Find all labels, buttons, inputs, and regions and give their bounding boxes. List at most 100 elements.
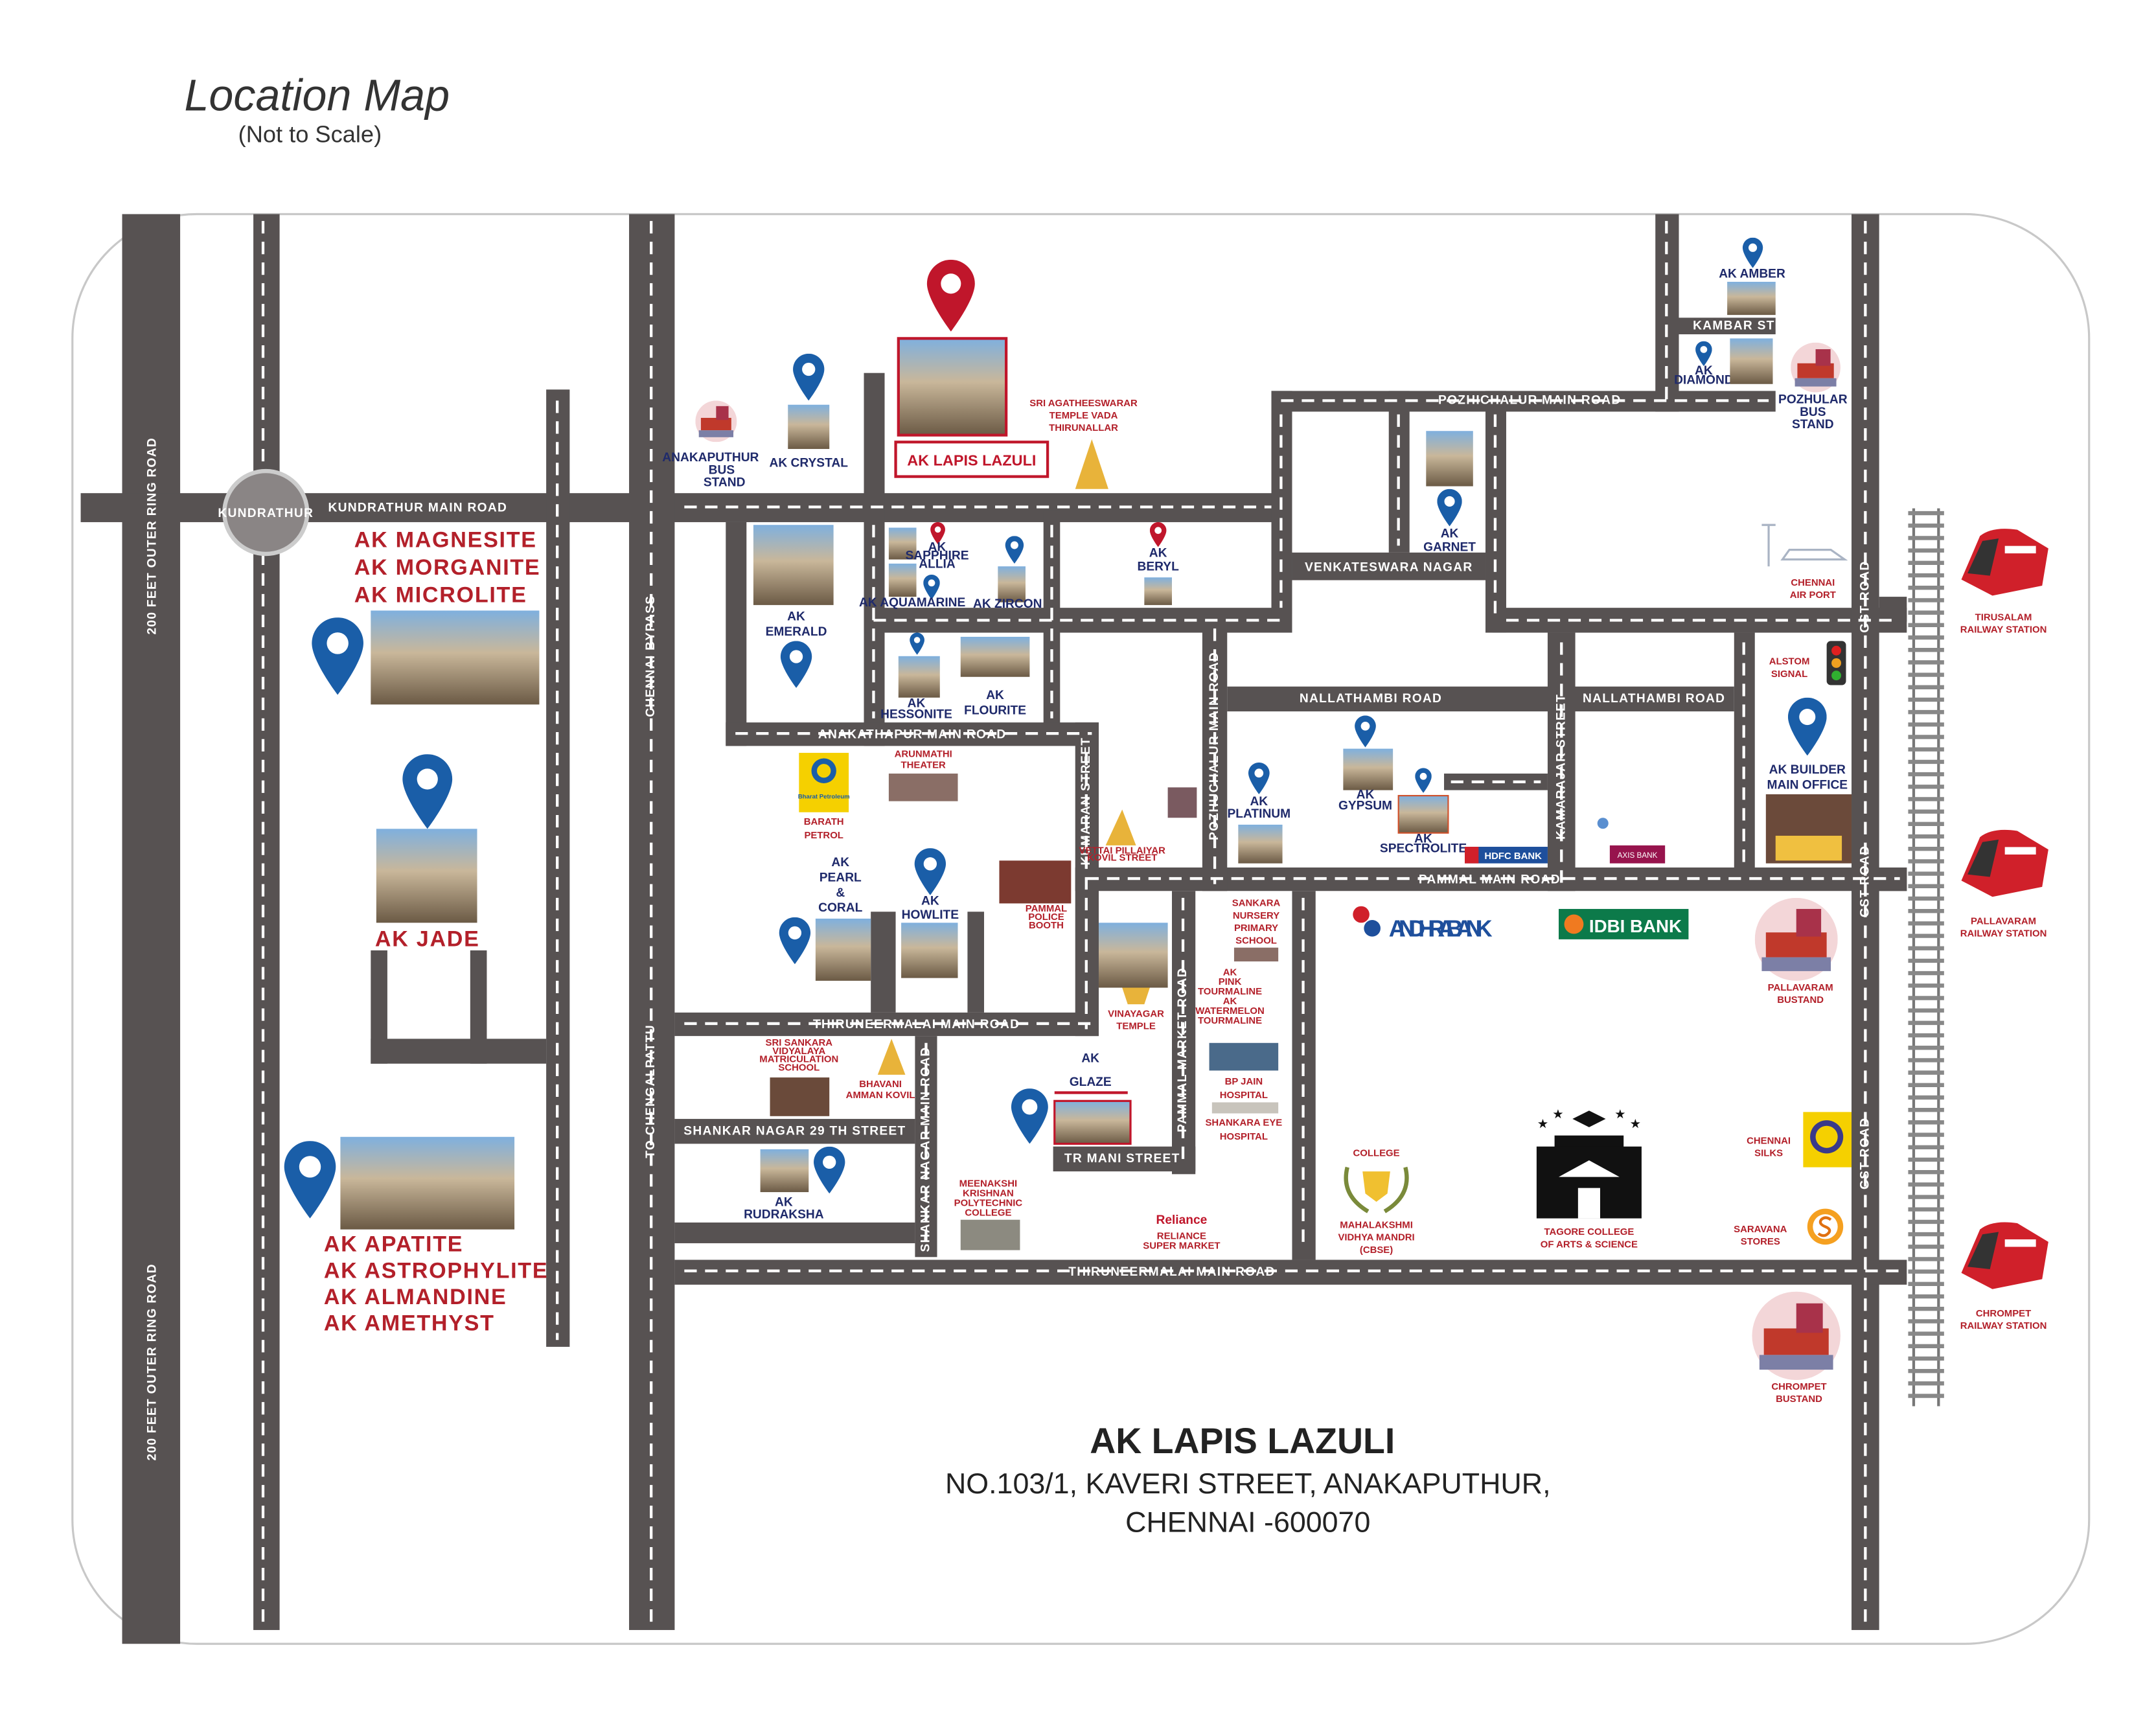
anakaputhur-bus-stand-icon [695,400,737,442]
ak-sapphire-label-3: ALLIA [919,557,956,571]
lapis-lazuli-label: AK LAPIS LAZULI [907,452,1036,469]
gst-road-label-3: GST ROAD [1858,1118,1872,1189]
meenakshi-label-2: KRISHNAN [963,1188,1014,1199]
axis-bank-text: AXIS BANK [1618,851,1658,860]
sankara-school-label-1: SANKARA [1232,898,1281,909]
ak-glaze-label-2: GLAZE [1070,1075,1112,1089]
bhavani-label-1: BHAVANI [859,1079,902,1090]
ak-pearl-label-1: AK [831,856,849,869]
ak-magnesite-label: AK MAGNESITE [354,527,537,552]
nallathambi-road-label-2: NALLATHAMBI ROAD [1583,692,1725,706]
small-landmark-photo [1167,787,1197,818]
ak-howlite-photo [901,923,958,978]
temple-vada-label-3: THIRUNALLAR [1049,422,1118,433]
tagore-label-1: TAGORE COLLEGE [1544,1226,1634,1237]
railway-track [1912,508,1940,1407]
ak-pearl-photo [815,918,871,981]
ak-hessonite-photo [898,656,940,698]
vinayagar-temple-icon [1122,987,1150,1005]
alstom-label-2: SIGNAL [1771,669,1807,680]
hdfc-bank-logo: HDFC BANK [1465,847,1548,864]
tirusalam-label-1: TIRUSALAM [1975,612,2032,623]
kamarajar-street-label: KAMARAJAR STREET [1554,694,1568,840]
vinayagar-label-1: VINAYAGAR [1108,1008,1164,1019]
ak-almandine-label: AK ALMANDINE [324,1285,507,1309]
lapis-lazuli-label-box [894,441,1049,478]
tr-mani-street-label: TR MANI STREET [1064,1152,1180,1166]
police-booth-label-2: POLICE [1028,912,1064,923]
ak-howlite-label-2: HOWLITE [902,908,959,922]
airport-label-2: AIR PORT [1790,590,1836,601]
bp-jain-label-2: HOSPITAL [1220,1090,1268,1101]
arunmathi-label-2: THEATER [901,759,946,770]
ak-garnet-photo [1426,431,1473,487]
chrompet-bus-label-2: BUSTAND [1776,1394,1822,1405]
temple-vada-label-2: TEMPLE VADA [1049,410,1118,421]
chennai-bypass-label: CHENNAI BYPASS [644,595,658,717]
alstom-label-1: ALSTOM [1769,656,1810,667]
outer-ring-road-label-bottom: 200 FEET OUTER RING ROAD [146,1263,159,1460]
builder-office-label-2: MAIN OFFICE [1767,778,1848,792]
ak-gypsum-label-1: AK [1357,788,1375,801]
to-chengalpattu-label: TO CHENGALPATTU [644,1024,658,1158]
pammal-market-road-label: PAMMAL MARKET ROAD [1176,967,1189,1132]
builder-office-label-1: AK BUILDER [1769,763,1846,777]
nallathambi-road-label-1: NALLATHAMBI ROAD [1300,692,1442,706]
ak-diamond-photo [1730,338,1773,384]
pozhichalur-main-road-label: POZHICHALUR MAIN ROAD [1438,393,1621,407]
ak-astrophylite-label: AK ASTROPHYLITE [324,1258,548,1283]
ak-sapphire-photo [888,527,917,560]
ak-diamond-label-1: AK [1695,364,1713,378]
ak-garnet-label-1: AK [1441,527,1459,540]
sankara-school-photo [1233,947,1279,961]
pozhular-bus-stand-icon [1791,342,1841,393]
vettai-label-2: KOVIL STREET [1087,852,1157,863]
vettai-temple-icon [1105,809,1136,845]
ak-rudraksha-photo [760,1149,809,1193]
tourmaline-label-1: AK [1223,967,1237,978]
vettai-label-1: VETTAI PILLAIYAR [1079,845,1166,856]
ak-platinum-label-2: PLATINUM [1228,807,1291,821]
anakaputhur-bus-label-1: ANAKAPUTHUR [662,451,759,465]
ak-pearl-label-4: CORAL [818,901,862,915]
anakathapur-main-road-label: ANAKATHAPUR MAIN ROAD [818,728,1007,741]
footer-address-line-1: NO.103/1, KAVERI STREET, ANAKAPUTHUR, [945,1467,1551,1500]
meenakshi-label-4: COLLEGE [965,1207,1011,1218]
ak-flourite-photo [960,636,1030,677]
ak-beryl-photo [1144,577,1172,605]
ak-diamond-label-2: DIAMOND [1674,374,1734,387]
map-subtitle: (Not to Scale) [238,121,382,148]
pozhular-bus-label-3: STAND [1792,418,1834,431]
pozhular-bus-label-1: POZHULAR [1778,393,1848,407]
shankar-nagar-main-road-label: SHANKAR NAGAR MAIN ROAD [919,1046,933,1252]
mahalakshmi-label-3: (CBSE) [1360,1245,1393,1256]
gst-road-label-2: GST ROAD [1858,845,1872,917]
mahalakshmi-badge-text: COLLEGE [1353,1148,1400,1159]
ak-morganite-label: AK MORGANITE [354,555,541,580]
tourmaline-label-4: AK [1223,996,1237,1007]
idbi-bank-logo: IDBI BANK [1558,908,1689,939]
airport-label-1: CHENNAI [1791,577,1835,588]
ak-microlite-label: AK MICROLITE [354,583,527,608]
ak-emerald-photo [753,525,834,605]
kundrathur-main-road-label: KUNDRATHUR MAIN ROAD [328,501,508,515]
chrompet-bus-stand-icon [1752,1291,1841,1381]
office-desk-shape [1775,835,1842,861]
ak-aquamarine-photo [888,563,917,597]
ak-amber-label: AK AMBER [1719,268,1785,281]
tourmaline-label-3: TOURMALINE [1198,986,1262,997]
sankara-school-label-2: NURSERY [1233,910,1279,921]
road-dashes [261,221,1900,1624]
ak-jade-label: AK JADE [375,927,480,952]
ak-glaze-label-1: AK [1081,1052,1099,1066]
map-title: Location Map [184,71,450,121]
ak-emerald-label-2: EMERALD [766,625,827,639]
ak-rudraksha-label-1: AK [775,1195,793,1209]
pallavaram-bus-stand-icon [1754,897,1838,981]
vinayagar-label-2: TEMPLE [1116,1020,1156,1031]
temple-vada-label-1: SRI AGATHEESWARAR [1029,398,1138,409]
pammal-police-booth-photo [999,860,1072,904]
airport-icon [1761,523,1848,567]
police-booth-label-3: BOOTH [1029,920,1064,931]
